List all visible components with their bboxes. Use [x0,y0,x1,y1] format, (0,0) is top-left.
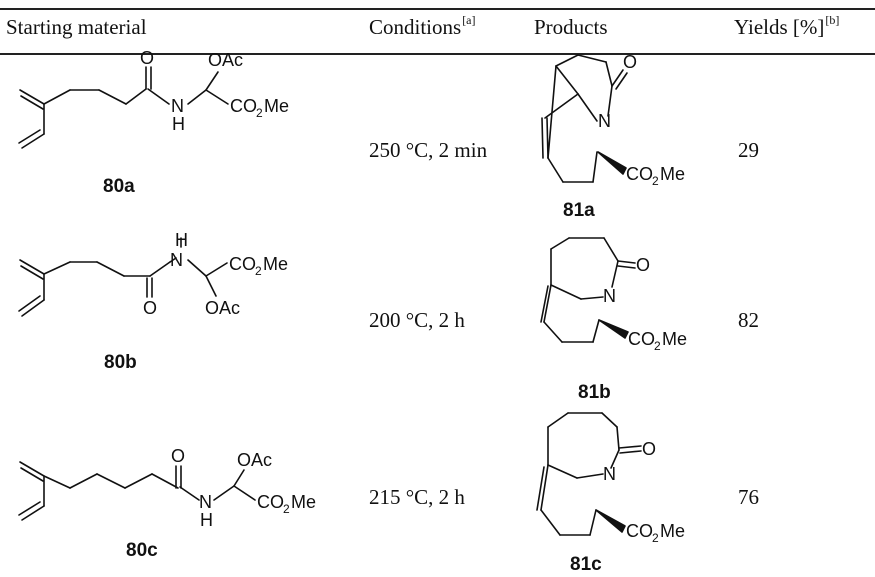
row3-sm-me-label: Me [291,492,316,512]
row2-prod-me-label: Me [662,329,687,349]
structure-81a [541,54,628,183]
header-products: Products [534,15,608,40]
row3-sm-o-label: O [171,446,185,466]
row1-sm-n-label: N [171,96,184,116]
row2-sm-oac-label: OAc [205,298,240,318]
row3-sm-co-label: CO [257,492,284,512]
row2-prod-n-label: N [603,286,616,306]
row3-sm-n-label: N [199,492,212,512]
structure-80a [18,66,229,149]
row2-sm-co-label: CO [229,254,256,274]
header-starting-material-text: Starting material [6,15,147,39]
row3-product-label: 81c [570,554,602,575]
row2-sm-sub2: 2 [255,264,262,278]
row3-sm-h-label: H [200,510,213,530]
row1-prod-me-label: Me [660,164,685,184]
row3-prod-o-label: O [642,439,656,459]
row1-yield: 29 [738,138,759,162]
row3-prod-me-label: Me [660,521,685,541]
row3-conditions: 215 °C, 2 h [369,485,465,509]
row1-product-label: 81a [563,200,595,221]
row2-prod-sub2: 2 [654,339,661,353]
row1-conditions: 250 °C, 2 min [369,138,488,162]
row2-sm-me-label: Me [263,254,288,274]
row2-sm-o-label: O [143,298,157,318]
row3-sm-oac-label: OAc [237,450,272,470]
row2-sm-n-label: N [170,250,183,270]
row1-starting-label: 80a [103,176,135,197]
row1-sm-o-label: O [140,48,154,68]
header-conditions: Conditions[a] [369,13,476,40]
row2-sm-h-label: H [175,230,188,250]
header-yields-footnote: [b] [825,13,840,27]
row1-sm-me-label: Me [264,96,289,116]
row1-sm-sub2: 2 [256,106,263,120]
row3-sm-sub2: 2 [283,502,290,516]
row3-prod-co-label: CO [626,521,653,541]
row2-prod-o-label: O [636,255,650,275]
row2-starting-label: 80b [104,352,137,373]
row1-prod-co-label: CO [626,164,653,184]
row2-conditions: 200 °C, 2 h [369,308,465,332]
row1-sm-oac-label: OAc [208,50,243,70]
header-starting-material: Starting material [6,15,147,40]
structure-80c [18,461,256,521]
header-yields: Yields [%][b] [734,13,840,40]
row3-starting-label: 80c [126,540,158,561]
row1-prod-sub2: 2 [652,174,659,188]
structure-80b [18,237,228,317]
structure-81c [536,412,642,536]
structure-81b [540,237,636,343]
row2-yield: 82 [738,308,759,332]
header-conditions-text: Conditions [369,15,462,39]
row3-prod-sub2: 2 [652,531,659,545]
row1-prod-n-label: N [598,111,611,131]
table-header-rule [0,53,875,55]
header-yields-text: Yields [%] [734,15,825,39]
row3-prod-n-label: N [603,464,616,484]
row3-yield: 76 [738,485,759,509]
row1-sm-co-label: CO [230,96,257,116]
row2-prod-co-label: CO [628,329,655,349]
row1-sm-h-label: H [172,114,185,134]
table-top-rule [0,8,875,10]
header-conditions-footnote: [a] [462,13,476,27]
header-products-text: Products [534,15,608,39]
row1-prod-o-label: O [623,52,637,72]
row2-product-label: 81b [578,382,611,403]
